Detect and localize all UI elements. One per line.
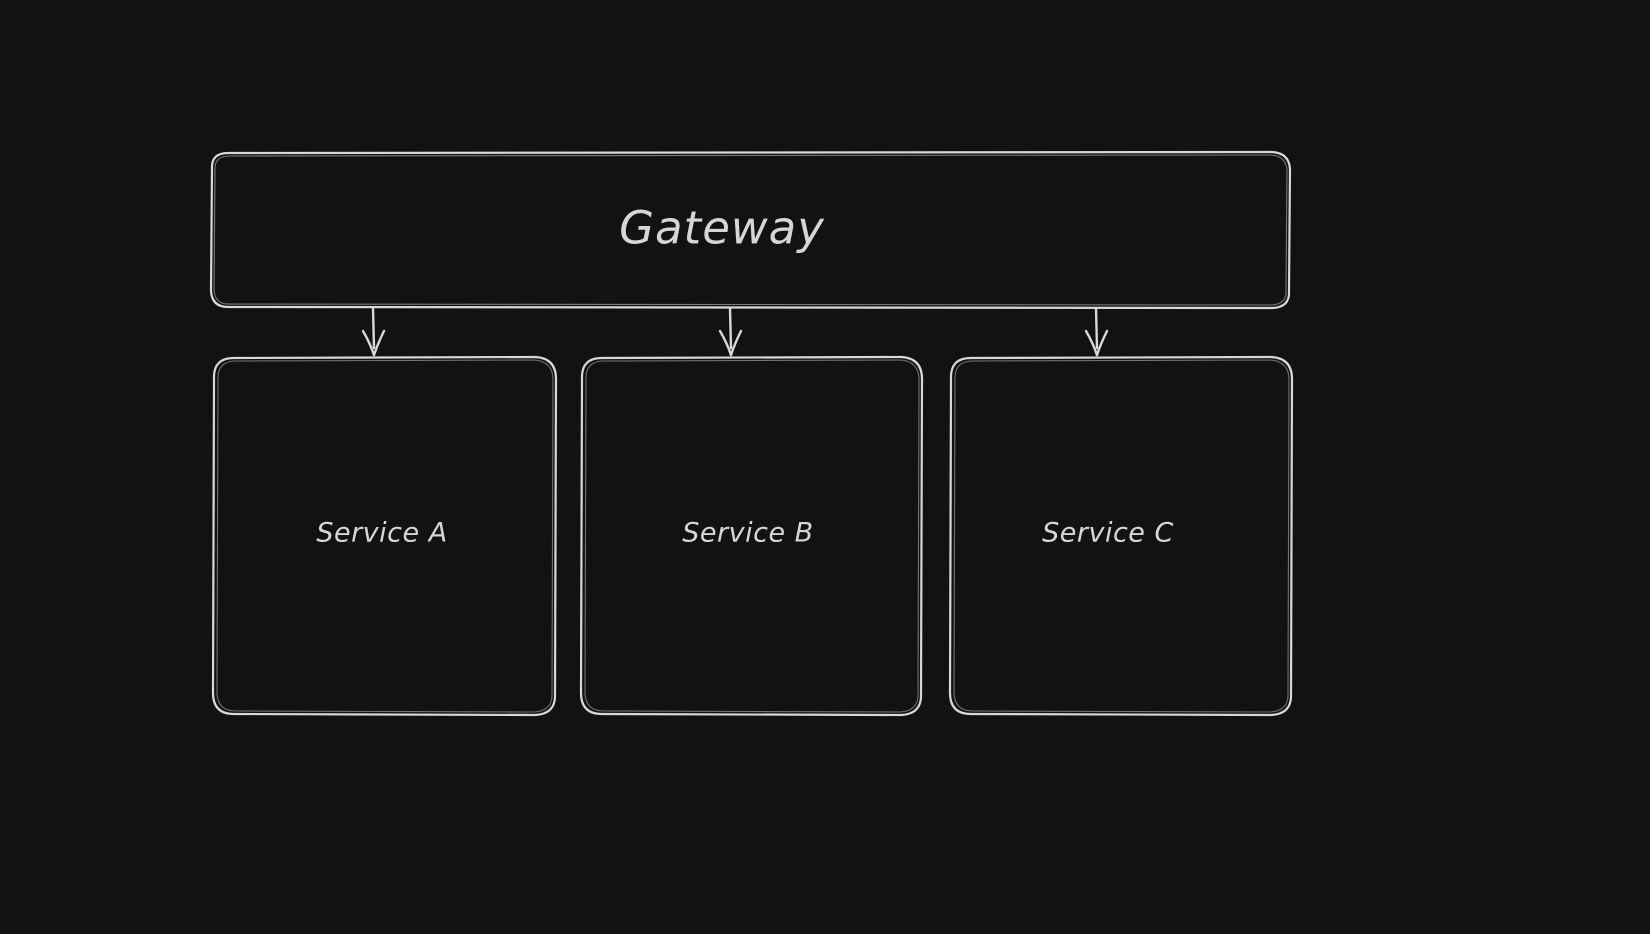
service-b-node-label: Service B	[682, 517, 814, 549]
edge-gateway-to-service-a	[361, 306, 386, 357]
edge-gateway-to-service-b	[718, 306, 743, 357]
service-c-node-label: Service C	[1042, 517, 1174, 549]
service-a-node-label: Service A	[316, 517, 448, 549]
gateway-node-label: Gateway	[619, 201, 825, 255]
edge-gateway-to-service-c	[1084, 306, 1109, 357]
